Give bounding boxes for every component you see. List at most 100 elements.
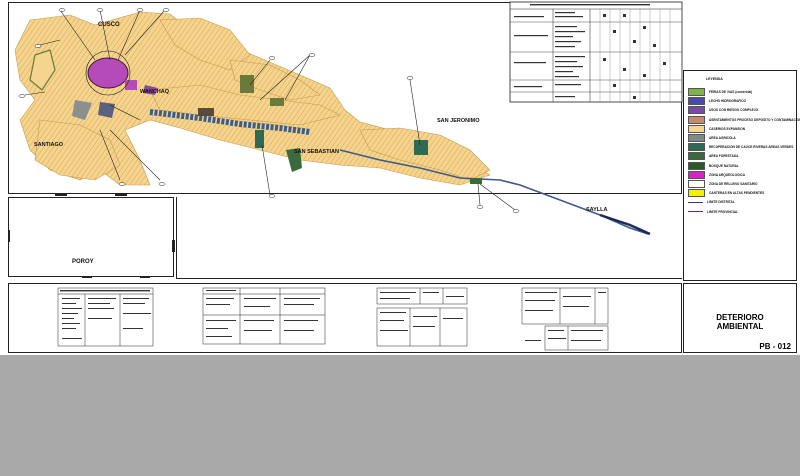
legend-item: FERIAS DE VIAS (comercial)	[688, 88, 752, 96]
leader-line	[109, 104, 141, 121]
legend-item: CANTERAS EN ALTAS PENDIENTES	[688, 189, 764, 198]
leader-line	[39, 39, 61, 46]
olive-area-2	[198, 108, 214, 116]
legend-item: USOS CON RIESGO COMPLEJO	[688, 106, 758, 115]
legend-heading: LEYENDA	[706, 77, 723, 81]
archaeological-zone-2	[125, 80, 137, 90]
legend-swatch	[688, 143, 705, 152]
leader-line	[59, 9, 96, 61]
green-area-sansebastian	[286, 148, 302, 172]
legend-item: AREA FORESTADA	[688, 152, 739, 161]
place-label-cusco: CUSCO	[98, 22, 120, 28]
leader-line	[261, 144, 271, 196]
legend-item: RECUPERACION DE CAUCE RIVERAS AREAS VERD…	[688, 143, 794, 152]
leader-tag	[58, 8, 66, 12]
leader-line	[479, 183, 516, 211]
legend-label: AREA AGRICOLA	[709, 136, 736, 140]
olive-area-1	[240, 75, 254, 93]
leader-tag	[406, 76, 414, 80]
leader-line	[124, 9, 166, 56]
legend-label: AREA FORESTADA	[709, 154, 739, 159]
poroy-marker	[172, 240, 175, 252]
leader-tag	[158, 182, 166, 186]
legend-label: FERIAS DE VIAS (comercial)	[709, 90, 753, 94]
legend-item: AREA AGRICOLA	[688, 134, 736, 142]
legend-swatch	[688, 201, 703, 204]
river-line	[339, 149, 649, 235]
legend-swatch	[688, 152, 705, 161]
leader-line	[249, 59, 271, 86]
archaeological-zone	[87, 57, 129, 89]
olive-area-3	[270, 98, 284, 106]
urban-map	[8, 1, 683, 351]
leader-tag	[96, 8, 104, 12]
gray-block-2	[98, 102, 115, 118]
scale-bar	[82, 276, 92, 278]
notes-table-1	[57, 287, 154, 347]
place-label-santiago: SANTIAGO	[34, 142, 64, 148]
legend-label: RECUPERACION DE CAUCE RIVERAS AREAS VERD…	[709, 145, 794, 150]
legend-swatch	[688, 189, 705, 198]
poroy-outer-frame	[176, 197, 682, 279]
legend-frame	[683, 70, 797, 281]
river-huatanay	[149, 109, 311, 135]
legend-item: BOSQUE NATURAL	[688, 161, 739, 170]
leader-tag	[136, 8, 144, 12]
legend-label: LIMITE PROVINCIAL	[707, 209, 738, 214]
notes-text-marks	[60, 290, 606, 341]
plan-title-line2: AMBIENTAL	[716, 322, 764, 331]
sheet-code: PB - 012	[759, 342, 791, 351]
place-label-poroy: POROY	[72, 259, 94, 265]
leader-tag	[476, 205, 484, 209]
place-label-saylla: SAYLLA	[586, 207, 608, 213]
notes-frame	[8, 283, 682, 353]
scale-bar	[115, 194, 127, 196]
river-line-end	[599, 213, 651, 236]
legend-swatch	[688, 97, 705, 106]
urban-area-santiago	[34, 119, 121, 181]
legend-swatch	[688, 180, 705, 188]
legend-item: LECHO HIDROGRAFICO	[688, 97, 747, 106]
urban-area-wanchaq	[149, 84, 341, 126]
urban-area-east	[229, 59, 321, 101]
leader-line	[99, 9, 111, 61]
legend-label: ASENTAMIENTOS PROCESO DEPOSITO Y CONTAMI…	[709, 117, 800, 122]
leader-tag	[118, 182, 126, 186]
place-label-wanchaq: WANCHAQ	[140, 89, 170, 95]
legend-label: ZONA ARQUEOLOGICA	[709, 172, 746, 177]
legend-item: ZONA ARQUEOLOGICA	[688, 170, 746, 179]
legend-label: ZONA DE RELLENO SANITARIO	[709, 182, 758, 186]
legend-item: ASENTAMIENTOS PROCESO DEPOSITO Y CONTAMI…	[688, 115, 800, 124]
legend-label: LECHO HIDROGRAFICO	[709, 99, 747, 104]
leader-tag	[268, 56, 276, 60]
leader-tag	[34, 44, 42, 48]
leader-line	[409, 79, 421, 146]
drawing-sheet: CUSCO WANCHAQ SANTIAGO SAN SEBASTIAN SAN…	[0, 0, 800, 355]
plan-title-line1: DETERIORO	[716, 313, 764, 322]
leader-line	[109, 129, 161, 181]
leader-line	[259, 54, 311, 101]
notes-table-3	[376, 287, 468, 347]
gray-block-1	[72, 100, 92, 120]
urban-area-far-west	[29, 49, 56, 91]
legend-swatch	[688, 210, 703, 213]
title-block-frame	[683, 283, 797, 353]
green-area-jeronimo	[414, 140, 428, 155]
green-area-east	[470, 178, 482, 184]
legend-swatch	[688, 106, 705, 115]
notes-table-4	[521, 287, 609, 351]
scale-bar	[55, 194, 67, 196]
legend-swatch	[688, 134, 705, 142]
title-block: DETERIORO AMBIENTAL PB - 012	[683, 285, 797, 351]
leader-line	[117, 9, 141, 61]
legend-item: LIMITE DISTRITAL	[688, 198, 735, 206]
leader-tag	[308, 53, 316, 57]
place-label-san-jeronimo: SAN JERONIMO	[437, 118, 480, 124]
legend-swatch	[688, 88, 705, 96]
leader-line	[24, 91, 46, 96]
legend-swatch	[688, 124, 705, 133]
purple-block	[143, 85, 158, 95]
legend-swatch	[688, 115, 705, 124]
poroy-marker	[8, 230, 10, 242]
leader-tag	[18, 94, 26, 98]
